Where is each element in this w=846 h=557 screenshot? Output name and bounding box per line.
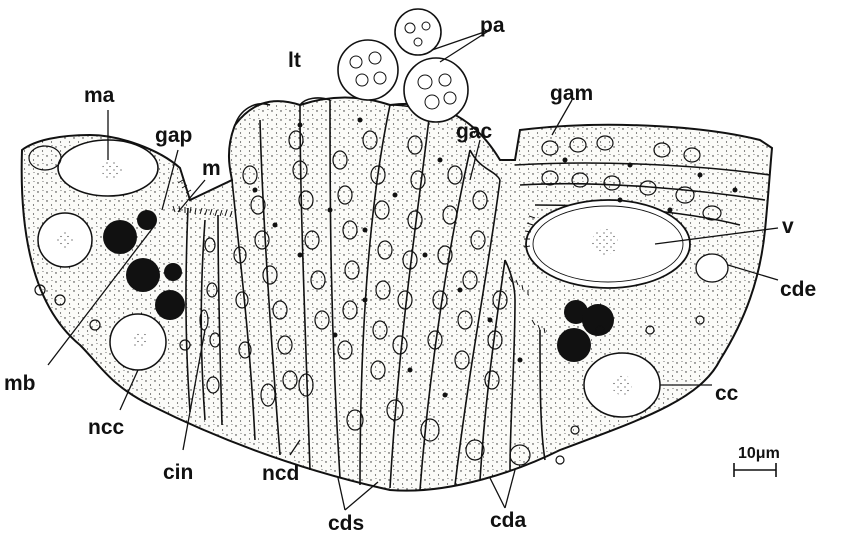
- label-cc: cc: [715, 382, 739, 405]
- label-cin: cin: [163, 461, 193, 484]
- label-gap: gap: [155, 124, 192, 147]
- scale-bar: [734, 463, 776, 477]
- label-lt: lt: [288, 49, 301, 72]
- label-cde: cde: [780, 278, 816, 301]
- label-cda: cda: [490, 509, 527, 532]
- label-gac: gac: [456, 120, 493, 143]
- label-mb: mb: [4, 372, 36, 395]
- label-cds: cds: [328, 512, 364, 535]
- label-ncc: ncc: [88, 416, 125, 439]
- label-v: v: [782, 215, 794, 238]
- label-pa: pa: [480, 14, 505, 37]
- label-m: m: [202, 157, 221, 180]
- label-ncd: ncd: [262, 462, 299, 485]
- label-gam: gam: [550, 82, 593, 105]
- label-scale: 10μm: [738, 445, 780, 462]
- label-ma: ma: [84, 84, 115, 107]
